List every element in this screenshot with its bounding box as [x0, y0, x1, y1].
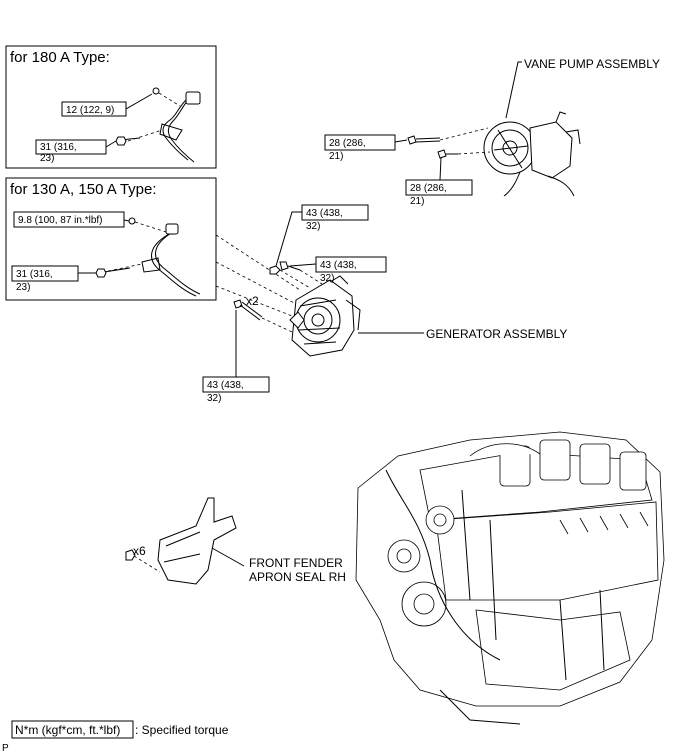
svg-text:21): 21) [410, 196, 424, 207]
align-line-3 [215, 285, 293, 317]
legend-desc: : Specified torque [135, 723, 229, 737]
legend: N*m (kgf*cm, ft.*lbf) : Specified torque [11, 720, 229, 739]
generator-assembly [289, 275, 361, 357]
vane-pump-assembly [483, 111, 581, 197]
svg-text:43 (438,: 43 (438, [306, 208, 343, 219]
svg-text:32): 32) [306, 221, 320, 232]
generator-bolt-mid [279, 261, 323, 285]
svg-text:32): 32) [207, 393, 221, 404]
panel-180a-title: for 180 A Type: [10, 49, 110, 66]
apron-seal [125, 497, 237, 585]
generator-bolt-top [269, 265, 311, 289]
svg-text:43 (438,: 43 (438, [207, 380, 244, 391]
panel-130a-150a: for 130 A, 150 A Type: 9.8 (100, 87 in.*… [5, 177, 217, 301]
harness-180a [115, 87, 201, 163]
apron-seal-leader [211, 547, 245, 567]
apron-seal-label-2: APRON SEAL RH [249, 570, 346, 584]
engine-illustration [355, 431, 665, 725]
svg-text:21): 21) [329, 151, 343, 162]
generator-label: GENERATOR ASSEMBLY [426, 327, 567, 341]
vane-pump-bolt-a [407, 127, 489, 145]
align-line-1 [215, 234, 301, 291]
svg-text:23): 23) [40, 153, 54, 164]
panel-130a-title: for 130 A, 150 A Type: [10, 181, 157, 198]
svg-text:28 (286,: 28 (286, [329, 138, 366, 149]
torque-pump-a: 28 (286, 21) [324, 134, 408, 162]
corner-mark: P [2, 743, 9, 754]
svg-text:12 (122, 9): 12 (122, 9) [66, 105, 114, 116]
torque-generator-mid: 43 (438, 32) [289, 256, 387, 284]
apron-seal-qty: x6 [133, 544, 146, 558]
torque-180a-nut: 12 (122, 9) [61, 93, 153, 117]
svg-text:32): 32) [320, 273, 334, 284]
svg-text:9.8 (100, 87 in.*lbf): 9.8 (100, 87 in.*lbf) [18, 215, 103, 226]
vane-pump-label: VANE PUMP ASSEMBLY [524, 57, 660, 71]
svg-text:43 (438,: 43 (438, [320, 260, 357, 271]
torque-generator-bottom: 43 (438, 32) [202, 310, 270, 404]
vane-pump-bolt-b [437, 149, 491, 159]
legend-unit: N*m (kgf*cm, ft.*lbf) [15, 723, 120, 737]
torque-generator-top: 43 (438, 32) [275, 204, 369, 267]
torque-pump-b: 28 (286, 21) [405, 157, 473, 207]
torque-130a-nut: 9.8 (100, 87 in.*lbf) [13, 211, 130, 228]
svg-text:23): 23) [16, 282, 30, 293]
harness-130a [95, 217, 201, 297]
svg-text:31 (316,: 31 (316, [40, 142, 77, 153]
apron-seal-label-1: FRONT FENDER [249, 556, 343, 570]
svg-text:31 (316,: 31 (316, [16, 269, 53, 280]
generator-bolt-qty: x2 [246, 294, 259, 308]
vane-pump-leader [505, 61, 522, 119]
generator-bolt-long [233, 299, 293, 333]
torque-180a-bolt: 31 (316, 23) [35, 139, 117, 164]
panel-180a: for 180 A Type: 12 (122, 9) 31 (316, 23) [5, 45, 217, 169]
svg-text:28 (286,: 28 (286, [410, 183, 447, 194]
legend-box [11, 720, 134, 739]
torque-130a-bolt: 31 (316, 23) [11, 265, 96, 293]
